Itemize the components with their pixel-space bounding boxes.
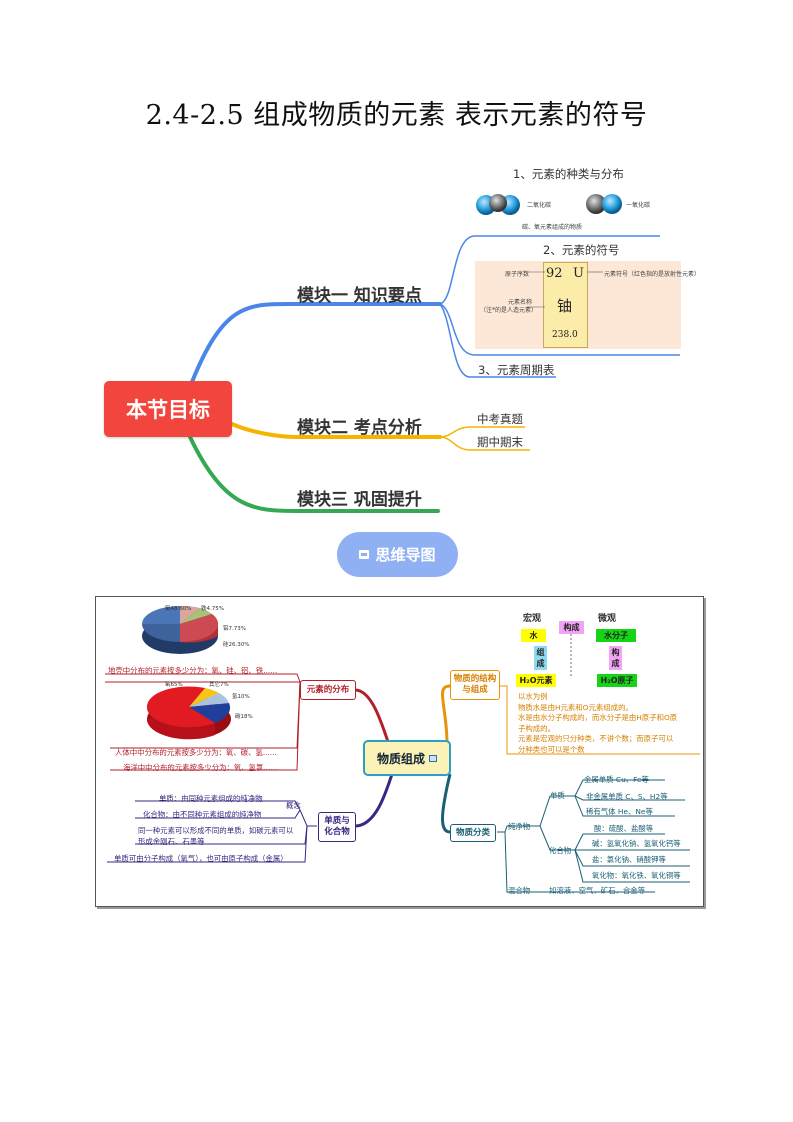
module-1-label: 模块一 知识要点 <box>297 286 422 306</box>
mixture-examples: 如溶液、空气、矿石、合金等 <box>549 886 646 895</box>
sea-distribution-text: 海洋中中分布的元素按多少分为：氧、氢氯...... <box>123 763 278 772</box>
crust-al-label: 铝7.73% <box>223 626 246 632</box>
simple-definition: 单质：由同种元素组成的纯净物 <box>159 794 263 803</box>
label-element-name: 元素名称 <box>508 299 533 306</box>
body-distribution-text: 人体中中分布的元素按多少分为：氧、碳、氢...... <box>115 748 277 757</box>
pure-substance-label: 纯净物 <box>508 822 531 831</box>
cheng2-char: 成 <box>611 659 620 668</box>
node-structure: 物质的结构 与组成 <box>450 670 500 700</box>
mindmap-connectors <box>188 235 680 513</box>
body-o-label: 氧65% <box>165 682 183 688</box>
co-label: 一氧化碳 <box>626 202 651 209</box>
macro-label: 宏观 <box>523 614 542 624</box>
body-other-label: 其它7% <box>209 682 229 688</box>
water-molecule-chip: 水分子 <box>596 629 636 642</box>
simple-label: 单质 <box>550 791 565 800</box>
crust-pie-chart <box>142 605 219 654</box>
page-title: 2.4-2.5 组成物质的元素 表示元素的符号 <box>145 100 648 131</box>
water-note: 元素是宏观的只分种类，不讲个数；而原子可以 <box>518 734 674 743</box>
noble-gas: 稀有气体 He、Ne等 <box>586 807 653 816</box>
crust-slice-fe <box>180 605 200 624</box>
item-exam-questions: 中考真题 <box>477 412 523 426</box>
element-symbol: U <box>573 266 584 281</box>
water-note: 以水为例 <box>518 692 548 701</box>
crust-slice-al <box>180 608 212 624</box>
co2-label: 二氧化碳 <box>527 202 552 209</box>
atomic-mass: 238.0 <box>552 330 578 340</box>
node-simple-compound: 单质与 化合物 <box>318 812 356 842</box>
label-atomic-number: 原子序数 <box>505 271 530 278</box>
co-oxygen-atom <box>602 194 622 214</box>
acid-examples: 酸：硫酸、盐酸等 <box>594 824 654 833</box>
crust-fe-label: 铁4.75% <box>201 606 224 612</box>
panel-connectors <box>105 634 700 893</box>
item-element-types: 1、元素的种类与分布 <box>513 167 624 181</box>
compose-chip: 构成 <box>559 621 584 634</box>
mindmap-button-label: 思维导图 <box>375 546 436 564</box>
node-classification: 物质分类 <box>450 824 496 842</box>
mixture-label: 混合物 <box>508 886 531 895</box>
gou-char: 构 <box>611 648 620 657</box>
center-node: 物质组成 <box>363 740 451 776</box>
crust-o-label: 氧48.60% <box>165 606 192 612</box>
module-3-label: 模块三 巩固提升 <box>297 490 422 510</box>
zu-char: 组 <box>536 648 545 657</box>
crust-distribution-text: 地壳中分布的元素按多少分为：氧、硅、铝、铁...... <box>108 666 278 675</box>
module-2-label: 模块二 考点分析 <box>297 418 422 438</box>
card-pointer-lines <box>527 271 603 308</box>
label-element-name-note: （注*的是人造元素） <box>480 307 538 314</box>
mindmap-icon <box>359 550 370 559</box>
concept-label: 概念 <box>286 801 301 810</box>
item-midterm-final: 期中期末 <box>477 435 523 449</box>
body-pie-chart <box>146 686 231 740</box>
body-h-label: 氢10% <box>232 694 250 700</box>
item-periodic-table: 3、元素周期表 <box>478 363 555 377</box>
element-name: 铀 <box>557 297 573 315</box>
cheng-char: 成 <box>536 659 545 668</box>
water-note: 分种类也可以是个数 <box>518 744 585 754</box>
compound-definition: 化合物：由不同种元素组成的纯净物 <box>143 810 262 819</box>
simple-composition: 单质可由分子构成（氧气），也可由原子构成（金属） <box>114 854 288 863</box>
water-chip: 水 <box>521 629 546 642</box>
allotrope-line-2: 形成金刚石、石墨等 <box>138 837 205 846</box>
note-icon <box>429 754 437 762</box>
water-note: 子构成的。 <box>518 723 555 733</box>
body-slice-c <box>189 703 231 723</box>
body-c-label: 碳18% <box>235 714 253 720</box>
crust-si-label: 硅26.30% <box>223 642 250 648</box>
uranium-card <box>543 262 588 348</box>
co-carbon-atom <box>586 194 606 214</box>
water-note: 物质水是由H元素和O元素组成的。 <box>518 702 633 712</box>
molecule-images <box>476 194 622 215</box>
root-node: 本节目标 <box>104 381 232 437</box>
allotrope-line-1: 同一种元素可以形成不同的单质，如碳元素可以 <box>138 826 294 835</box>
water-notes: 以水为例 物质水是由H元素和O元素组成的。 水是由水分子构成的，而水分子是由H原… <box>518 692 677 755</box>
body-slice-h <box>189 693 229 707</box>
atomic-number: 92 <box>546 266 563 281</box>
h2o-element-chip: H₂O元素 <box>516 674 556 687</box>
water-note: 水是由水分子构成的，而水分子是由H原子和O原 <box>518 713 678 722</box>
h2o-atom-chip: H₂O原子 <box>597 674 637 687</box>
mindmap-button[interactable]: 思维导图 <box>337 532 458 577</box>
label-element-symbol: 元素符号（红色指的是放射性元素） <box>604 271 701 278</box>
item-element-symbols: 2、元素的符号 <box>543 243 620 257</box>
compound-label: 化合物 <box>549 846 572 855</box>
micro-label: 微观 <box>598 614 617 624</box>
goucheng-chip: 构 成 <box>609 646 622 670</box>
salt-examples: 盐：氯化钠、硝酸钾等 <box>592 855 666 864</box>
center-node-label: 物质组成 <box>376 751 425 766</box>
crust-slice-si <box>180 614 219 642</box>
metal-simple: 金属单质 Cu、Fe等 <box>584 775 649 784</box>
molecule-caption: 碳、氧元素组成的物质 <box>522 224 583 231</box>
node-element-distribution: 元素的分布 <box>300 680 356 700</box>
crust-slice-o <box>142 606 180 624</box>
co2-carbon-atom <box>489 194 507 212</box>
body-slice-other <box>189 688 219 707</box>
zucheng-chip: 组 成 <box>534 646 547 670</box>
nonmetal-simple: 非金属单质 C、S、H2等 <box>586 792 668 801</box>
oxide-examples: 氧化物：氧化铁、氧化铜等 <box>592 871 681 880</box>
base-examples: 碱：氢氧化钠、氢氧化钙等 <box>592 839 681 848</box>
